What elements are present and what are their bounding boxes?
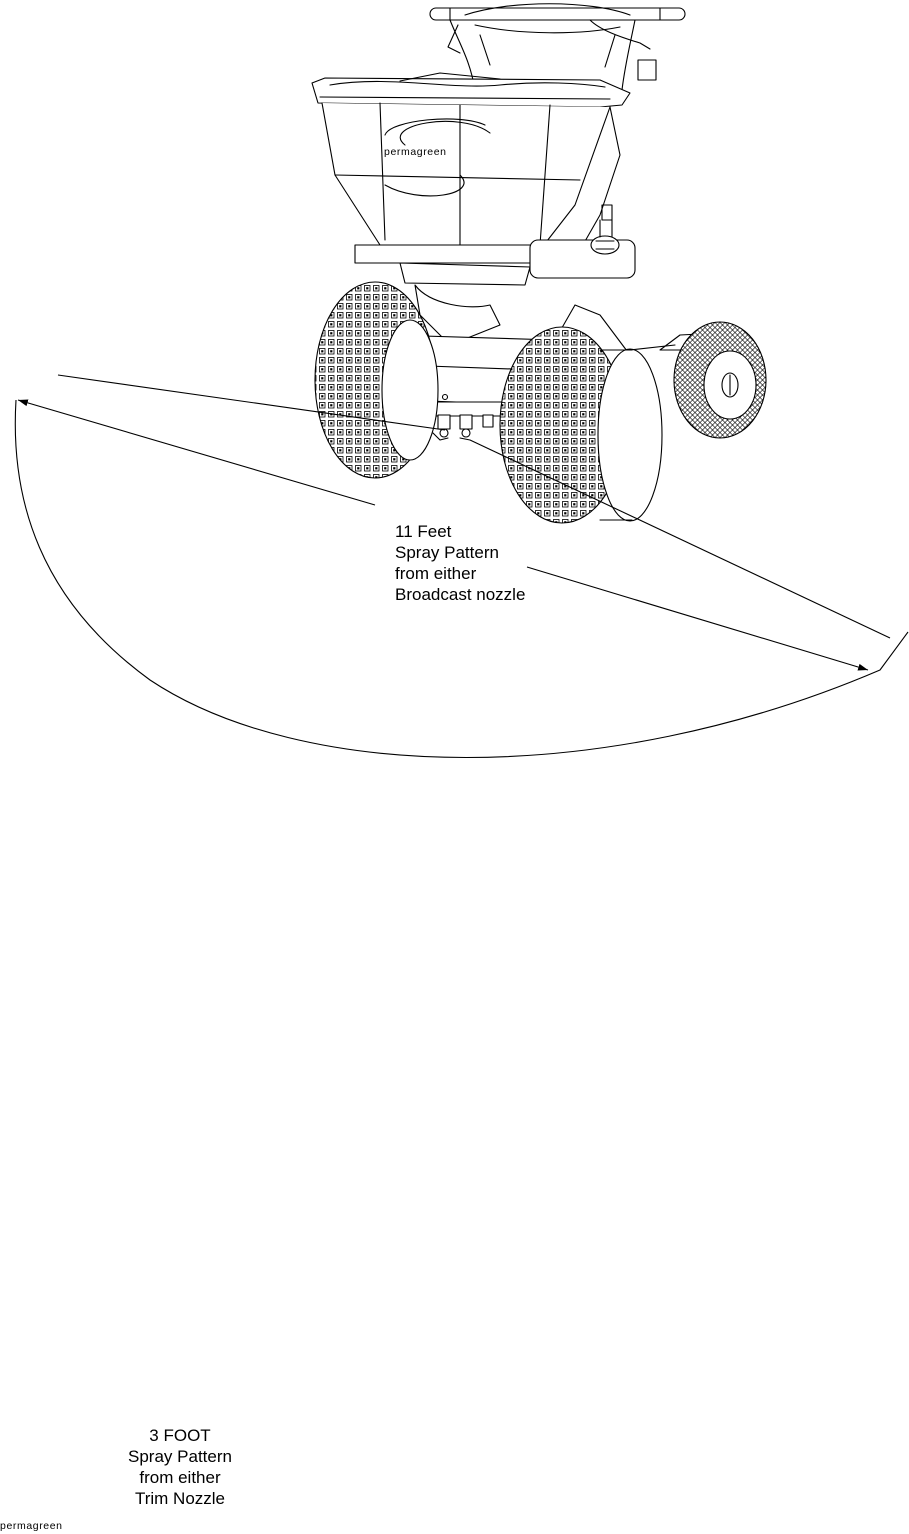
broadcast-spray-arc xyxy=(14,399,909,758)
trim-spray-label-line-3: from either xyxy=(139,1468,221,1487)
broadcast-spray-label-line-2: Spray Pattern xyxy=(395,543,499,562)
broadcast-spray-label-line-3: from either xyxy=(395,564,477,583)
broadcast-spreader-illustration: permagreen xyxy=(311,3,767,524)
trim-spray-label-line-1: 3 FOOT xyxy=(149,1426,211,1445)
brand-logo-top: permagreen xyxy=(384,146,447,158)
broadcast-spray-pattern xyxy=(14,374,909,758)
broadcast-spray-edge-right xyxy=(469,439,891,639)
broadcast-spray-edge-left xyxy=(57,374,446,431)
broadcast-spray-label-line-4: Broadcast nozzle xyxy=(395,585,526,604)
brand-logo-bottom: permagreen xyxy=(0,1520,63,1532)
trim-spray-label: 3 FOOT Spray Pattern from either Trim No… xyxy=(110,1425,250,1509)
trim-spray-label-line-4: Trim Nozzle xyxy=(134,1489,226,1508)
broadcast-width-arrow-left xyxy=(17,399,376,506)
broadcast-width-arrow-right xyxy=(526,566,869,671)
trim-spreader-illustration: permagreen xyxy=(0,1516,63,1533)
broadcast-spray-label-line-1: 11 Feet xyxy=(395,522,452,541)
trim-spray-label-line-2: Spray Pattern xyxy=(128,1447,232,1466)
broadcast-spray-label: 11 Feet Spray Pattern from either Broadc… xyxy=(395,521,525,605)
